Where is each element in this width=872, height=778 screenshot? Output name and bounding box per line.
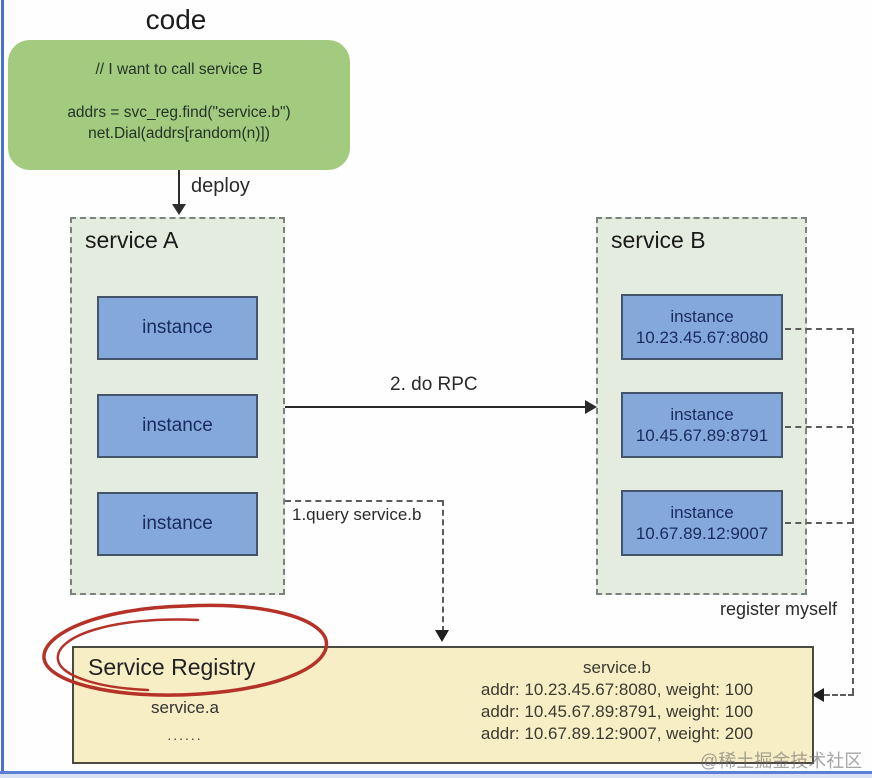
rpc-label: 2. do RPC	[390, 374, 478, 395]
registry-service-b-name: service.b	[582, 658, 652, 677]
watermark: @稀土掘金技术社区	[700, 751, 863, 771]
instance-label: instance	[142, 317, 213, 338]
registry-service-a-entry: service.a ......	[110, 698, 260, 743]
query-label: 1.query service.b	[292, 505, 422, 524]
registry-service-a-name: service.a	[150, 698, 220, 717]
service-b-instance: instance 10.23.45.67:8080	[621, 294, 783, 360]
service-b-instance: instance 10.67.89.12:9007	[621, 490, 783, 556]
register-dashed-line-into-registry	[824, 694, 854, 696]
service-a-instance: instance	[97, 492, 258, 556]
register-arrowhead-icon	[812, 688, 824, 702]
register-dashed-line-2	[785, 426, 853, 428]
query-dashed-line-horizontal	[285, 500, 443, 502]
instance-label: instance	[670, 503, 734, 522]
deploy-arrowhead-icon	[172, 204, 186, 215]
instance-address: 10.45.67.89:8791	[635, 426, 769, 445]
registry-service-b-entry: service.b addr: 10.23.45.67:8080, weight…	[417, 657, 817, 745]
service-a-instance: instance	[97, 394, 258, 458]
code-lines: addrs = svc_reg.find("service.b") net.Di…	[67, 102, 290, 144]
code-snippet-box: // I want to call service B addrs = svc_…	[8, 40, 350, 170]
register-dashed-line-vertical	[852, 328, 854, 694]
rpc-arrow-line	[285, 406, 588, 408]
instance-label: instance	[142, 513, 213, 534]
instance-label: instance	[142, 415, 213, 436]
deploy-label: deploy	[191, 175, 250, 197]
code-section-title: code	[145, 4, 207, 35]
instance-label: instance	[670, 307, 734, 326]
service-a-title: service A	[85, 227, 179, 253]
bottom-frame-line	[0, 771, 872, 774]
service-a-panel: service A instance instance instance	[70, 217, 285, 595]
instance-label: instance	[670, 405, 734, 424]
deploy-arrow-line	[178, 170, 180, 206]
code-line-dial: net.Dial(addrs[random(n)])	[88, 125, 270, 142]
query-dashed-line-vertical	[442, 500, 444, 632]
registry-record: addr: 10.67.89.12:9007, weight: 200	[480, 724, 754, 743]
service-a-instance: instance	[97, 296, 258, 360]
register-myself-label: register myself	[720, 599, 838, 619]
instance-address: 10.23.45.67:8080	[635, 328, 769, 347]
code-line-find: addrs = svc_reg.find("service.b")	[67, 104, 291, 121]
service-b-instance: instance 10.45.67.89:8791	[621, 392, 783, 458]
registry-service-a-ellipsis: ......	[167, 727, 203, 743]
rpc-arrowhead-icon	[585, 400, 597, 414]
service-b-panel: service B instance 10.23.45.67:8080 inst…	[596, 217, 807, 595]
service-b-title: service B	[611, 227, 706, 253]
query-arrowhead-icon	[435, 630, 449, 642]
left-frame-line	[1, 0, 4, 774]
register-dashed-line-1	[785, 328, 853, 330]
registry-record: addr: 10.23.45.67:8080, weight: 100	[480, 680, 754, 699]
register-dashed-line-3	[785, 522, 853, 524]
instance-address: 10.67.89.12:9007	[635, 524, 769, 543]
registry-title: Service Registry	[88, 654, 256, 680]
bottom-frame-shadow	[0, 774, 872, 778]
registry-record: addr: 10.45.67.89:8791, weight: 100	[480, 702, 754, 721]
code-comment: // I want to call service B	[95, 61, 263, 78]
